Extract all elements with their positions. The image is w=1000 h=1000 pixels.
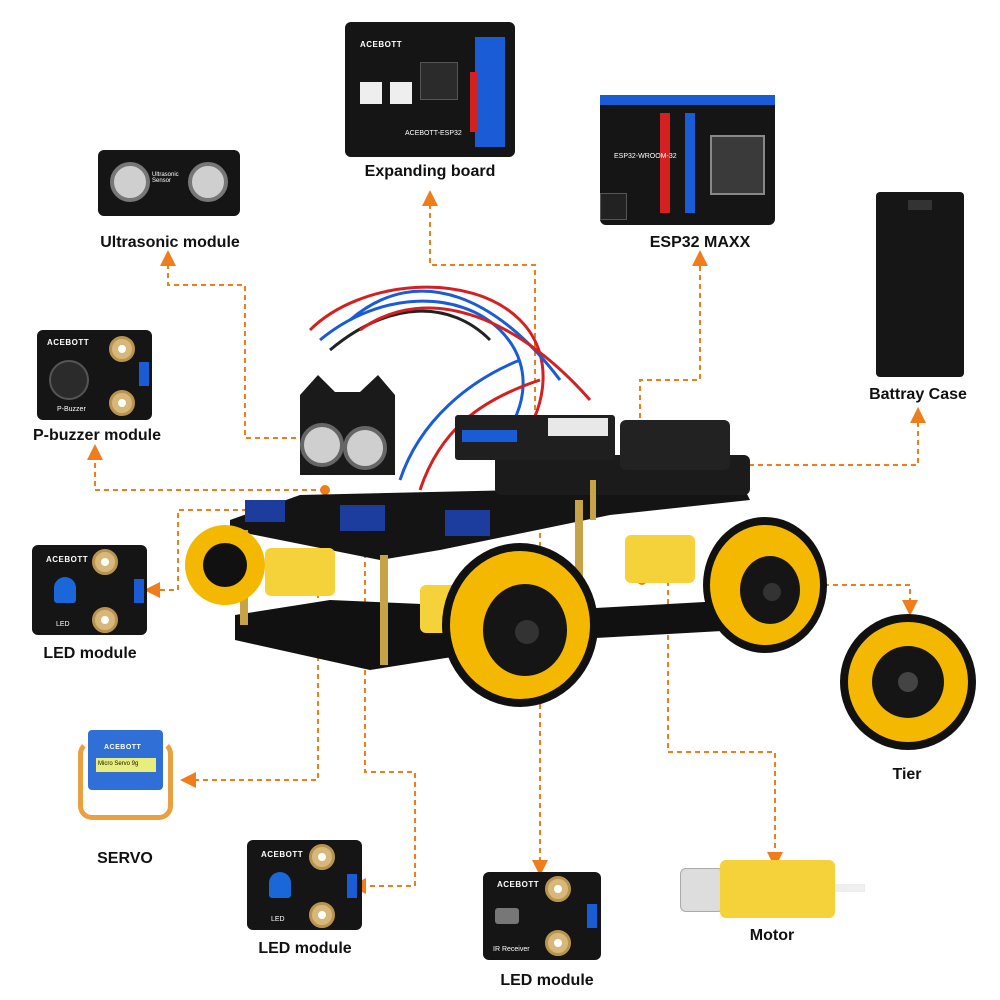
connector-buzzer	[87, 444, 325, 491]
expanding-board-label: Expanding board	[364, 163, 496, 180]
led-left-brand: ACEBOTT	[46, 555, 89, 564]
expanding-board-image: ACEBOTT ACEBOTT-ESP32	[345, 22, 515, 157]
connector-motor	[642, 579, 783, 868]
buzzer-brand: ACEBOTT	[47, 338, 90, 347]
connector-expanding-board	[422, 190, 536, 428]
esp32-board-text: ESP32-WROOM-32	[614, 153, 677, 160]
servo-image: Micro Servo 9g ACEBOTT	[70, 720, 180, 835]
esp32-label: ESP32 MAXX	[649, 234, 751, 251]
battery-label: Battray Case	[869, 386, 967, 403]
led-bottom-label: LED module	[258, 940, 352, 957]
buzzer-text: P-Buzzer	[57, 406, 86, 413]
ir-label: LED module	[500, 972, 594, 989]
tire-label: Tier	[892, 766, 922, 783]
connector-led-bottom	[350, 535, 416, 894]
car-wheel-front-right	[442, 543, 598, 707]
ir-module-image: ACEBOTT IR Receiver	[483, 872, 601, 960]
car-wheel-rear-right	[703, 517, 827, 653]
connector-ultrasonic	[160, 250, 305, 439]
tire-image	[840, 614, 976, 750]
battery-case-image	[876, 192, 964, 377]
led-bottom-brand: ACEBOTT	[261, 850, 304, 859]
connector-tire	[797, 584, 918, 616]
servo-text: Micro Servo 9g	[98, 761, 139, 767]
car-wheel-front-left	[185, 525, 265, 605]
motor-label: Motor	[749, 927, 795, 944]
connector-led-left	[144, 509, 265, 598]
connector-ir	[497, 521, 548, 876]
led-module-bottom-image: ACEBOTT LED	[247, 840, 362, 930]
buzzer-module-image: ACEBOTT P-Buzzer	[37, 330, 152, 420]
ultrasonic-module-image: Ultrasonic Sensor	[98, 150, 240, 216]
ultrasonic-label: Ultrasonic module	[100, 234, 240, 251]
expanding-board-text: ACEBOTT-ESP32	[405, 130, 462, 137]
esp32-board-image: ESP32-WROOM-32	[600, 95, 775, 225]
servo-label: SERVO	[97, 850, 153, 867]
servo-brand: ACEBOTT	[104, 744, 142, 751]
led-left-text: LED	[56, 621, 70, 628]
expanding-board-brand: ACEBOTT	[360, 40, 403, 49]
led-module-left-image: ACEBOTT LED	[32, 545, 147, 635]
led-bottom-text: LED	[271, 916, 285, 923]
connector-battery	[695, 407, 926, 466]
motor-image	[680, 860, 870, 920]
ultrasonic-text: Ultrasonic Sensor	[152, 172, 179, 184]
ir-brand: ACEBOTT	[497, 880, 540, 889]
led-left-label: LED module	[43, 645, 137, 662]
buzzer-label: P-buzzer module	[32, 427, 162, 444]
ir-text: IR Receiver	[493, 946, 530, 953]
